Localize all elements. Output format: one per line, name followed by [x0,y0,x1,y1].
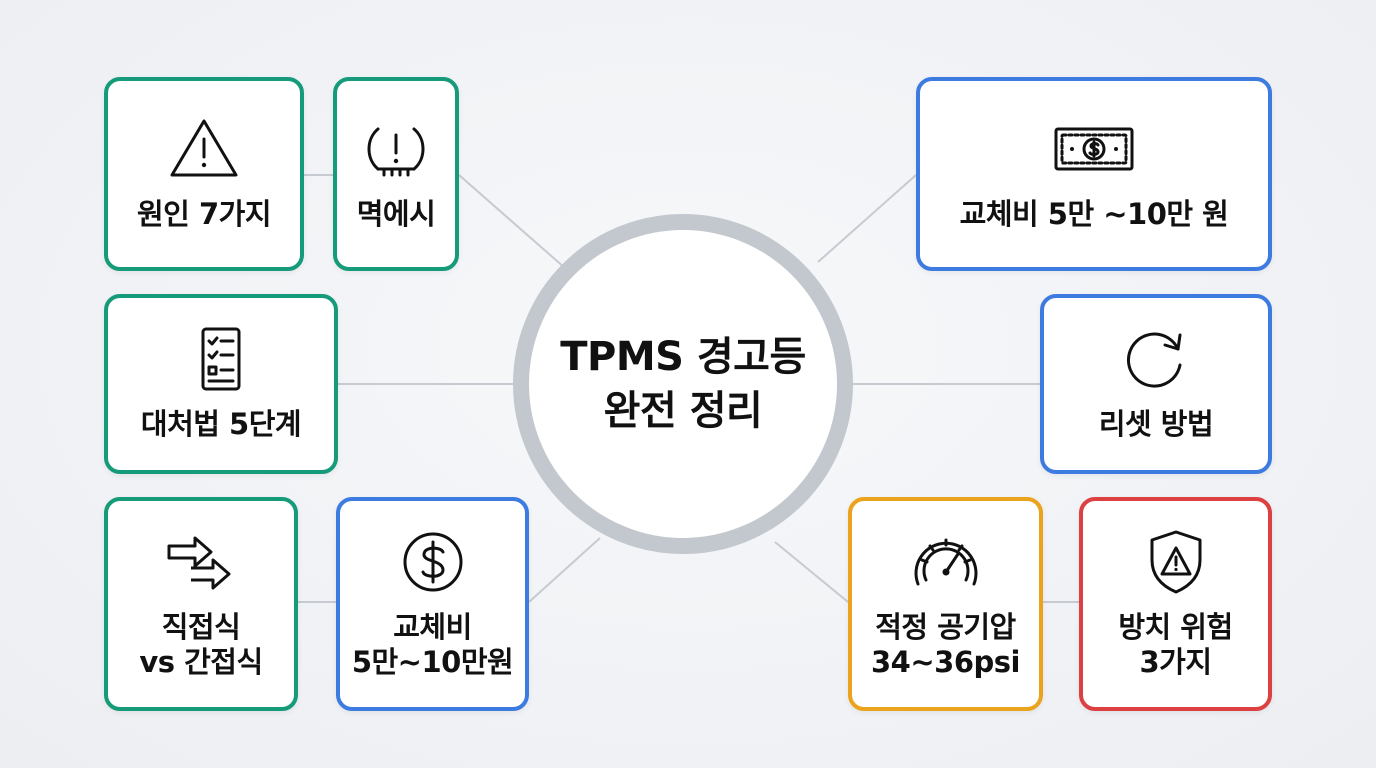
connector-hub-pressure [774,541,849,603]
node-cost-large-label: 교체비 5만 ~10만 원 [959,197,1229,232]
node-reset-label: 리셋 방법 [1098,407,1214,442]
warning-shield-icon [1136,528,1216,596]
node-pressure-label: 적정 공기압 34~36psi [871,609,1020,679]
node-cost-small-label: 교체비 5만~10만원 [351,609,514,679]
dollar-circle-icon [393,528,473,596]
banknote-icon [1054,115,1134,183]
node-cost-large[interactable]: 교체비 5만 ~10만 원 [916,77,1272,271]
node-reset[interactable]: 리셋 방법 [1040,294,1272,474]
connector-misconception-hub [458,174,566,269]
gauge-icon [906,528,986,596]
connector-cost-hub [528,537,601,603]
node-misconception[interactable]: 멱에시 [333,77,459,271]
double-arrow-icon [161,528,241,596]
node-types-label: 직접식 vs 간접식 [139,609,263,679]
node-misconception-label: 멱에시 [356,197,436,232]
warning-triangle-icon [164,115,244,183]
node-causes[interactable]: 원인 7가지 [104,77,304,271]
node-causes-label: 원인 7가지 [137,197,272,232]
node-types[interactable]: 직접식 vs 간접식 [104,497,298,711]
node-cost-small[interactable]: 교체비 5만~10만원 [336,497,529,711]
hub-title: TPMS 경고등 완전 정리 [560,334,806,434]
checklist-icon [181,325,261,393]
node-risk[interactable]: 방치 위험 3가지 [1079,497,1272,711]
node-risk-label: 방치 위험 3가지 [1118,609,1233,679]
refresh-icon [1116,325,1196,393]
node-pressure[interactable]: 적정 공기압 34~36psi [848,497,1043,711]
connector-hub-cost-large [817,174,917,263]
hub-circle: TPMS 경고등 완전 정리 [513,214,853,554]
tire-pressure-warning-icon [356,115,436,183]
node-steps-label: 대처법 5단계 [140,407,302,442]
node-steps[interactable]: 대처법 5단계 [104,294,338,474]
